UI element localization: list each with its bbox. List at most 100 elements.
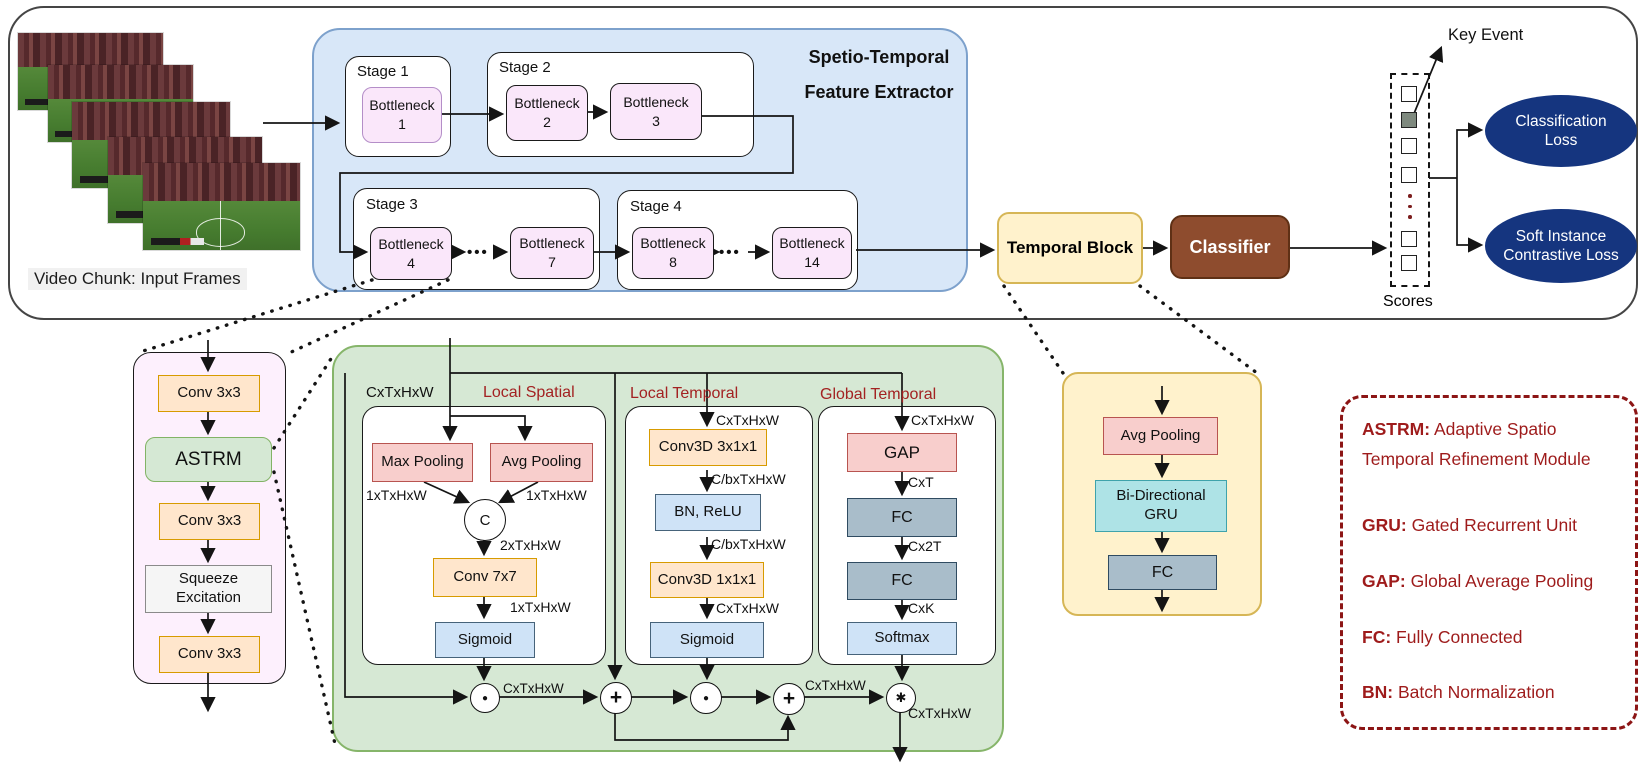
- legend-abbr: ASTRM:: [1362, 419, 1431, 439]
- ls-avg-dim: 1xTxHxW: [526, 487, 587, 503]
- stage-2-label: Stage 2: [499, 59, 551, 76]
- add-op-2: +: [773, 683, 805, 715]
- legend-item-fc: FC: Fully Connected: [1362, 622, 1620, 652]
- frame-crowd: [18, 33, 163, 67]
- legend-desc: Fully Connected: [1396, 627, 1523, 647]
- legend-item-astrm: ASTRM: Adaptive Spatio Temporal Refineme…: [1362, 414, 1618, 474]
- frame-scorebar: [150, 237, 205, 245]
- bd-astrm: ASTRM: [145, 437, 272, 482]
- stage-1-label: Stage 1: [357, 63, 409, 80]
- conv-op: ✱: [886, 683, 916, 713]
- bottleneck-1: Bottleneck 1: [362, 87, 442, 143]
- legend-abbr: FC:: [1362, 627, 1392, 647]
- score-cell: [1401, 138, 1417, 154]
- bottleneck-4: Bottleneck 4: [370, 227, 452, 280]
- ls-conv7x7: Conv 7x7: [433, 558, 537, 597]
- legend-desc: Adaptive Spatio Temporal Refinement Modu…: [1362, 419, 1591, 469]
- stage3-ellipsis: •••: [467, 244, 489, 261]
- ls-max-dim: 1xTxHxW: [366, 487, 427, 503]
- lt-bn-relu: BN, ReLU: [655, 494, 761, 531]
- gt-dim-2: Cx2T: [908, 538, 942, 554]
- ls-conv-dim: 1xTxHxW: [510, 599, 571, 615]
- bd-conv3: Conv 3x3: [159, 636, 260, 673]
- stage-3-label: Stage 3: [366, 196, 418, 213]
- classifier-block: Classifier: [1170, 215, 1290, 279]
- gt-fc1: FC: [847, 498, 957, 537]
- bottleneck-2: Bottleneck 2: [506, 85, 588, 141]
- ls-sigmoid: Sigmoid: [435, 622, 535, 658]
- extractor-title: Spetio-Temporal Feature Extractor: [804, 47, 954, 102]
- legend-desc: Gated Recurrent Unit: [1411, 515, 1577, 535]
- legend-desc: Global Average Pooling: [1410, 571, 1594, 591]
- scores-ellipsis-dots: [1392, 187, 1428, 219]
- gt-dim-1: CxT: [908, 474, 934, 490]
- legend-abbr: BN:: [1362, 682, 1394, 702]
- bottleneck-14: Bottleneck 14: [772, 227, 852, 279]
- score-cell: [1401, 255, 1417, 271]
- gt-softmax: Softmax: [847, 622, 957, 655]
- ls-max-pooling: Max Pooling: [372, 443, 473, 482]
- frame-crowd: [143, 163, 300, 202]
- video-frame-5: [143, 163, 300, 250]
- gt-fc2: FC: [847, 562, 957, 600]
- local-spatial-title: Local Spatial: [483, 384, 575, 401]
- lt-dim-3: CxTxHxW: [716, 600, 779, 616]
- legend-desc: Batch Normalization: [1397, 682, 1555, 702]
- scores-label: Scores: [1383, 293, 1433, 310]
- ls-avg-pooling: Avg Pooling: [490, 443, 593, 482]
- scores-column: [1390, 73, 1430, 287]
- lt-in-dim: CxTxHxW: [716, 412, 779, 428]
- lt-sigmoid: Sigmoid: [650, 622, 764, 658]
- classification-loss: Classification Loss: [1485, 95, 1637, 167]
- pipeline-frame: [8, 6, 1638, 320]
- stage-4-label: Stage 4: [630, 198, 682, 215]
- gt-dim-3: CxK: [908, 600, 935, 616]
- multiply-op-2: ●: [690, 682, 722, 714]
- input-frames-label: Video Chunk: Input Frames: [28, 268, 247, 290]
- astrm-input-dim: CxTxHxW: [366, 384, 434, 401]
- frame-scorebar: [115, 210, 169, 218]
- legend-item-gap: GAP: Global Average Pooling: [1362, 566, 1620, 596]
- frame-crowd: [72, 102, 230, 140]
- stage4-ellipsis: •••: [719, 244, 741, 261]
- gt-gap: GAP: [847, 433, 957, 472]
- td-bigru: Bi-Directional GRU: [1095, 480, 1227, 532]
- frame-pitch-circle: [196, 218, 246, 247]
- local-temporal-title: Local Temporal: [630, 385, 739, 402]
- lt-conv3d-3x1x1: Conv3D 3x1x1: [649, 429, 767, 466]
- key-event-label: Key Event: [1448, 26, 1524, 44]
- legend-abbr: GAP:: [1362, 571, 1406, 591]
- frame-crowd: [48, 65, 193, 99]
- ls-cat-dim: 2xTxHxW: [500, 537, 561, 553]
- frame-scorebar: [79, 175, 134, 183]
- concat-op: C: [464, 499, 506, 541]
- bd-squeeze-excitation: Squeeze Excitation: [145, 565, 272, 613]
- bd-conv1: Conv 3x3: [158, 375, 260, 412]
- multiply-op-1: ●: [470, 683, 500, 713]
- score-cell-highlighted: [1401, 112, 1417, 128]
- fuse-dim-1: CxTxHxW: [503, 681, 564, 696]
- score-cell: [1401, 167, 1417, 183]
- lt-dim-2: C/bxTxHxW: [711, 536, 786, 552]
- legend-item-bn: BN: Batch Normalization: [1362, 677, 1620, 707]
- lt-dim-1: C/bxTxHxW: [711, 471, 786, 487]
- bd-conv2: Conv 3x3: [159, 503, 260, 540]
- global-temporal-title: Global Temporal: [820, 386, 937, 403]
- bottleneck-3: Bottleneck 3: [610, 83, 702, 140]
- bottleneck-8: Bottleneck 8: [632, 227, 714, 279]
- td-fc: FC: [1108, 555, 1217, 590]
- temporal-block: Temporal Block: [997, 212, 1143, 284]
- legend-abbr: GRU:: [1362, 515, 1407, 535]
- fuse-dim-2: CxTxHxW: [805, 678, 866, 693]
- gt-in-dim: CxTxHxW: [911, 412, 974, 428]
- bottleneck-7: Bottleneck 7: [510, 227, 594, 279]
- lt-conv3d-1x1x1: Conv3D 1x1x1: [650, 562, 764, 598]
- td-avg-pooling: Avg Pooling: [1103, 417, 1218, 455]
- contrastive-loss: Soft Instance Contrastive Loss: [1485, 209, 1637, 283]
- astrm-out-dim: CxTxHxW: [908, 705, 971, 721]
- score-cell: [1401, 86, 1417, 102]
- legend-item-gru: GRU: Gated Recurrent Unit: [1362, 510, 1620, 540]
- add-op-1: +: [600, 682, 632, 714]
- legend-box: [1340, 395, 1638, 730]
